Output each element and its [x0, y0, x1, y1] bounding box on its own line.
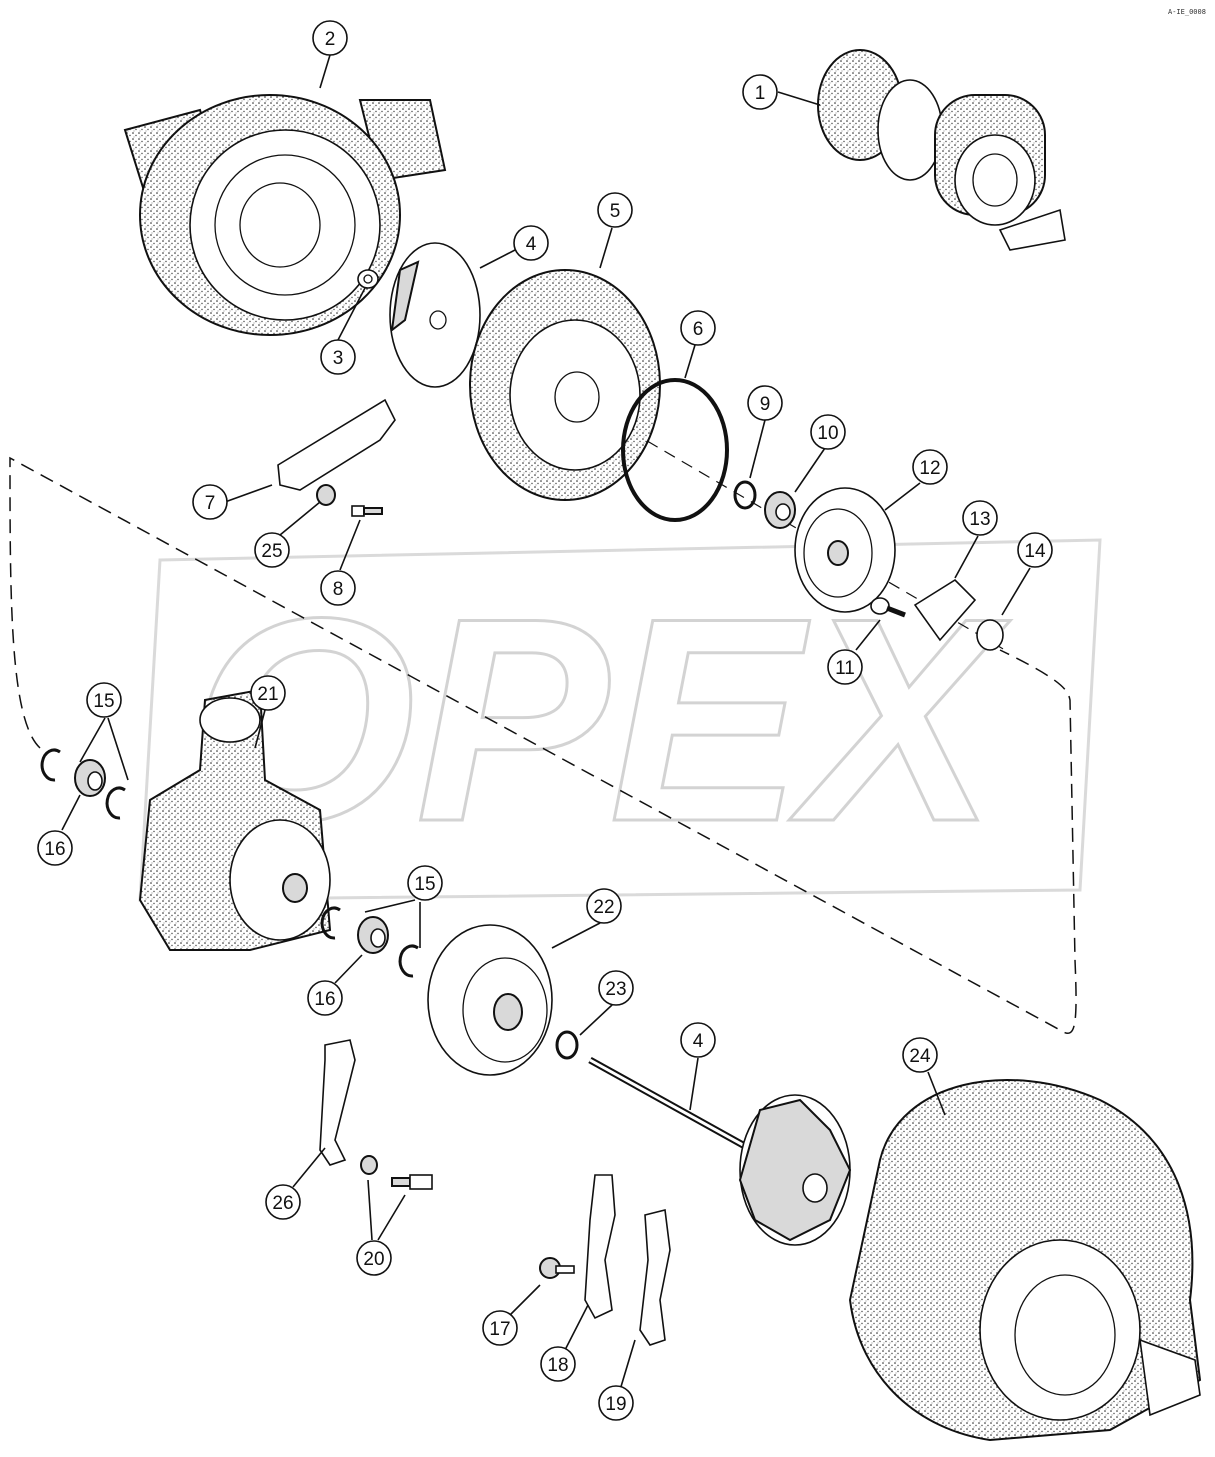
- bolt: [351, 505, 383, 517]
- svg-text:25: 25: [261, 541, 282, 562]
- callout-6: 6: [680, 310, 716, 346]
- thrust-plate: [913, 578, 977, 642]
- callout-10: 10: [810, 414, 846, 450]
- svg-text:22: 22: [593, 897, 614, 918]
- lock-washer-lower: [360, 1155, 378, 1175]
- callout-1: 1: [742, 74, 778, 110]
- svg-text:2: 2: [325, 29, 336, 50]
- piston-ring: [555, 1030, 579, 1060]
- svg-text:16: 16: [44, 839, 65, 860]
- callout-11: 11: [827, 649, 863, 685]
- o-ring: [621, 378, 729, 522]
- svg-text:26: 26: [272, 1193, 293, 1214]
- callout-26: 26: [265, 1184, 301, 1220]
- svg-text:1: 1: [755, 83, 766, 104]
- svg-text:10: 10: [817, 423, 838, 444]
- bolt-small: [539, 1257, 575, 1279]
- callout-22: 22: [586, 888, 622, 924]
- retaining-ring-mid-a: [320, 906, 341, 940]
- callout-24: 24: [902, 1037, 938, 1073]
- svg-text:21: 21: [257, 684, 278, 705]
- turbine-shaft-wheel: [588, 1056, 852, 1246]
- svg-text:9: 9: [760, 394, 771, 415]
- callout-23: 23: [598, 970, 634, 1006]
- retaining-ring-left-b: [105, 786, 126, 820]
- lock-plate-18: [584, 1174, 616, 1320]
- svg-text:18: 18: [547, 1355, 568, 1376]
- svg-text:24: 24: [909, 1046, 931, 1067]
- callout-20: 20: [356, 1240, 392, 1276]
- callout-21: 21: [250, 675, 286, 711]
- callout-12: 12: [912, 449, 948, 485]
- svg-text:5: 5: [610, 201, 621, 222]
- leader-lines: [61, 54, 1031, 1391]
- svg-text:7: 7: [205, 493, 216, 514]
- svg-text:14: 14: [1024, 541, 1046, 562]
- thrust-collar: [764, 491, 796, 529]
- journal-bearing-left: [74, 759, 106, 797]
- callout-9: 9: [747, 385, 783, 421]
- callout-7: 7: [192, 484, 228, 520]
- callout-15-mid: 15: [407, 865, 443, 901]
- lock-plate-19: [639, 1209, 671, 1346]
- svg-text:12: 12: [919, 458, 940, 479]
- journal-bearing-mid: [357, 916, 389, 954]
- nut: [357, 269, 379, 289]
- callout-16-mid: 16: [307, 980, 343, 1016]
- svg-text:20: 20: [363, 1249, 384, 1270]
- retaining-ring-mid-b: [398, 944, 419, 978]
- callout-13: 13: [962, 500, 998, 536]
- washer: [976, 619, 1004, 651]
- callout-8: 8: [320, 570, 356, 606]
- bolt-lower: [391, 1174, 433, 1190]
- callout-3: 3: [320, 339, 356, 375]
- compressor-housing: [123, 94, 447, 336]
- snap-ring: [733, 480, 757, 510]
- callout-16-left: 16: [37, 830, 73, 866]
- svg-text:23: 23: [605, 979, 626, 1000]
- callout-18: 18: [540, 1346, 576, 1382]
- callout-25: 25: [254, 532, 290, 568]
- svg-text:11: 11: [835, 658, 855, 679]
- lock-plate-lower: [319, 1039, 356, 1166]
- lock-plate: [277, 398, 396, 491]
- callout-17: 17: [482, 1310, 518, 1346]
- svg-text:15: 15: [414, 874, 435, 895]
- svg-text:8: 8: [333, 579, 344, 600]
- retaining-ring-left-a: [40, 748, 61, 782]
- svg-text:15: 15: [93, 691, 114, 712]
- svg-text:16: 16: [314, 989, 335, 1010]
- svg-text:4: 4: [693, 1031, 704, 1052]
- callout-4-lower: 4: [680, 1022, 716, 1058]
- compressor-wheel: [389, 242, 481, 388]
- callout-15-left: 15: [86, 682, 122, 718]
- assembly-axis-line: [9, 456, 1077, 1035]
- svg-text:17: 17: [489, 1319, 510, 1340]
- turbine-housing: [848, 1079, 1202, 1442]
- callout-4: 4: [513, 225, 549, 261]
- svg-text:6: 6: [693, 319, 704, 340]
- svg-text:19: 19: [605, 1394, 626, 1415]
- thrust-bearing: [794, 487, 896, 613]
- screw: [870, 597, 906, 618]
- callout-19: 19: [598, 1385, 634, 1421]
- callout-5: 5: [597, 192, 633, 228]
- backplate: [469, 269, 661, 501]
- turbocharger-assembly: [817, 49, 1066, 251]
- lock-washer: [316, 484, 336, 506]
- diagram-code: A-IE_0008: [1168, 8, 1206, 16]
- heat-shield: [427, 924, 553, 1076]
- bearing-housing: [138, 688, 332, 951]
- svg-text:3: 3: [333, 348, 344, 369]
- svg-text:13: 13: [969, 509, 990, 530]
- callout-2: 2: [312, 20, 348, 56]
- callout-14: 14: [1017, 532, 1053, 568]
- svg-text:4: 4: [526, 234, 537, 255]
